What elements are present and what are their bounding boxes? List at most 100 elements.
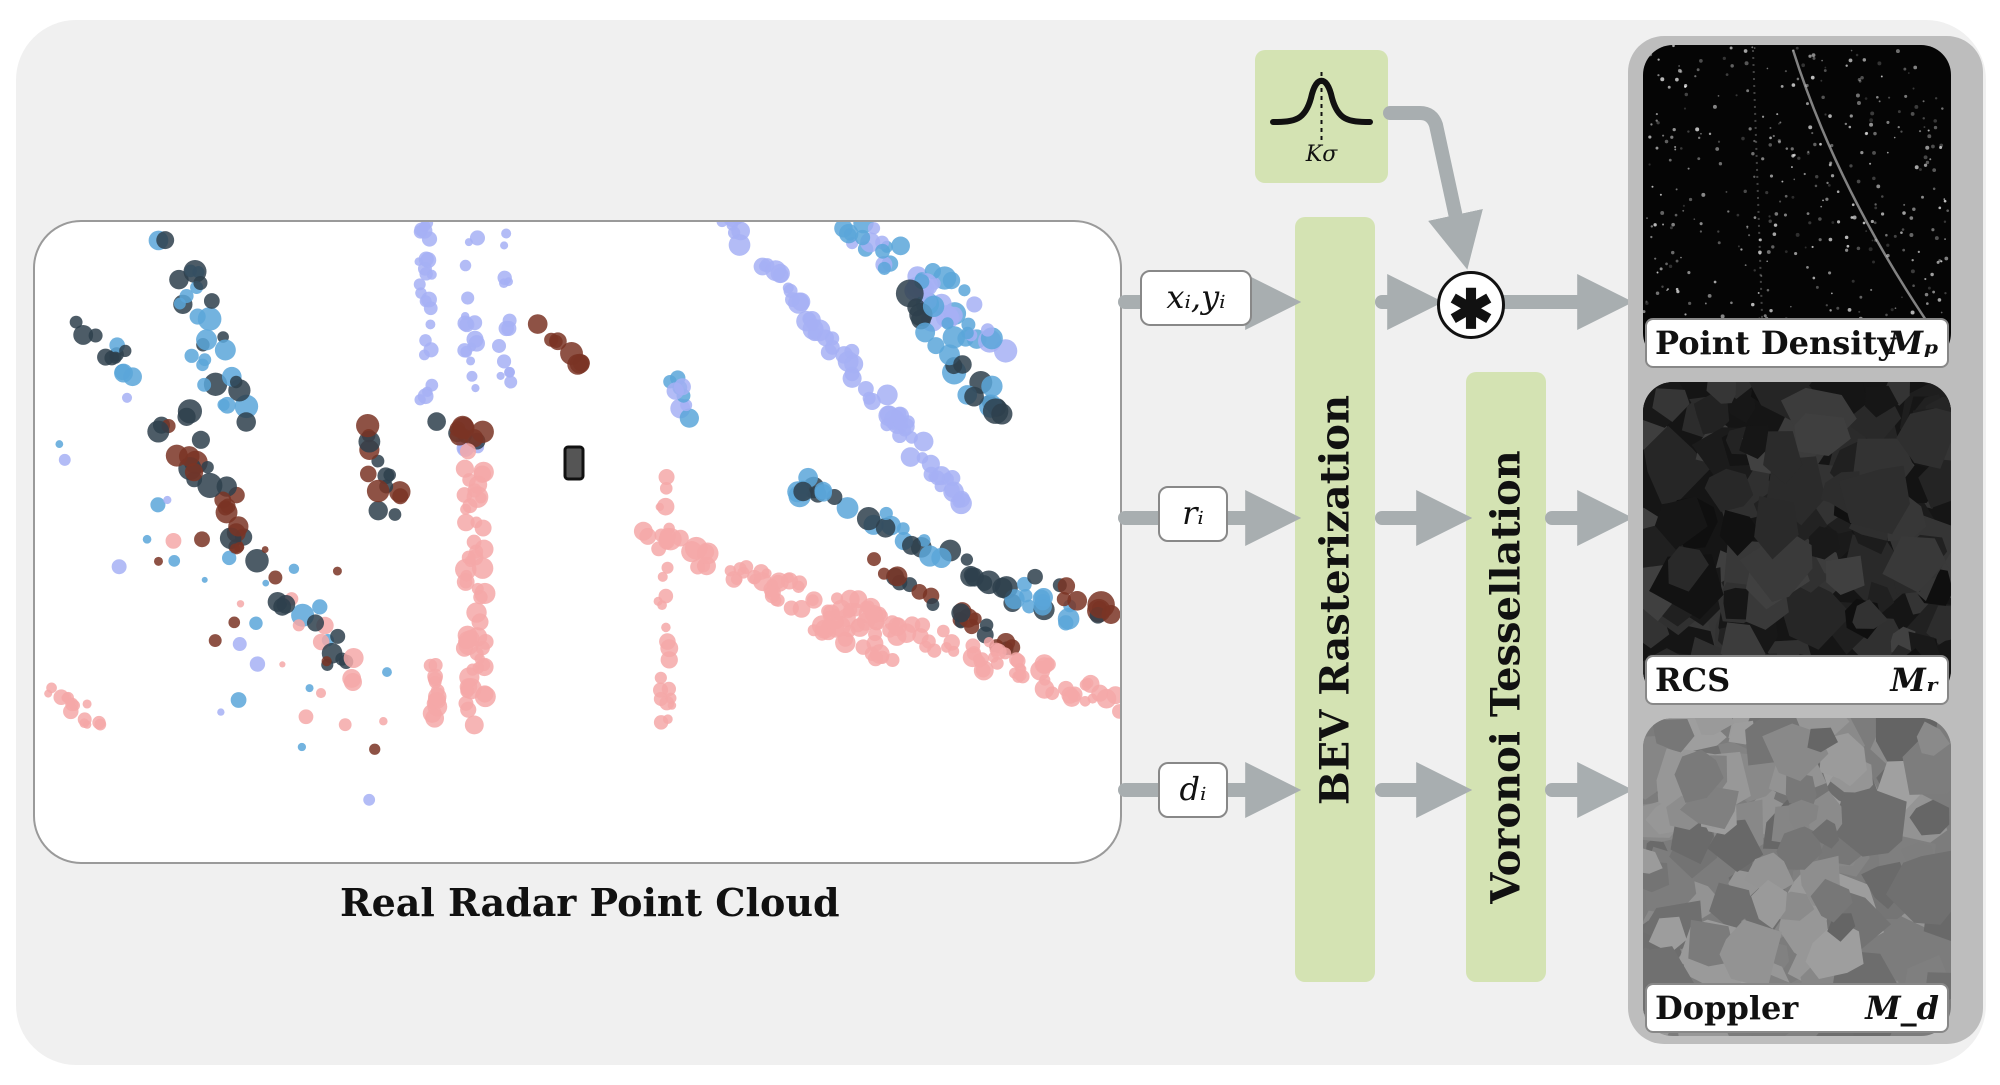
density-speck (1784, 250, 1788, 254)
radar-point (196, 358, 209, 372)
density-speck (1753, 47, 1756, 49)
density-speck (1790, 305, 1792, 308)
density-speck (1824, 66, 1827, 69)
density-speck (1769, 136, 1772, 140)
density-speck (1845, 64, 1848, 67)
doppler-cell (1674, 749, 1724, 803)
density-speck (1825, 304, 1828, 307)
density-speck (1695, 127, 1700, 132)
density-speck (1932, 187, 1936, 191)
radar-point (817, 329, 834, 347)
radar-point (194, 531, 210, 548)
radar-point (862, 391, 876, 405)
density-speck (1766, 288, 1770, 292)
density-speck (1865, 230, 1868, 233)
density-speck (1870, 111, 1875, 116)
radar-point (416, 222, 433, 239)
density-speck (1812, 56, 1816, 60)
density-speck (1746, 225, 1749, 228)
radar-point (377, 467, 395, 485)
radar-point (298, 709, 314, 725)
density-speck (1812, 276, 1816, 280)
rcs-name: RCS (1655, 661, 1731, 699)
density-speck (1743, 189, 1747, 194)
density-speck (1848, 125, 1852, 129)
radar-point (656, 497, 675, 516)
radar-point (1057, 577, 1076, 595)
density-speck (1717, 230, 1720, 233)
density-speck (1807, 150, 1810, 153)
radar-point (220, 498, 236, 514)
density-speck (1894, 307, 1897, 310)
density-speck (1768, 219, 1772, 223)
radar-point (473, 590, 488, 605)
radar-point (470, 516, 483, 529)
radar-point (829, 615, 851, 637)
density-speck (1814, 184, 1818, 188)
radar-point (887, 626, 907, 646)
density-speck (1831, 292, 1833, 295)
radar-point (245, 549, 269, 573)
radar-point (369, 743, 381, 755)
radar-point (234, 542, 245, 553)
radar-point (203, 372, 228, 396)
density-speck (1813, 142, 1817, 147)
density-speck (1868, 247, 1873, 252)
radar-point (119, 344, 132, 358)
density-speck (1828, 237, 1833, 242)
radar-point (961, 326, 974, 340)
radar-point (979, 618, 994, 632)
density-speck (1648, 135, 1652, 139)
radar-point (288, 563, 300, 574)
radar-point (382, 667, 392, 677)
radar-point (887, 566, 908, 587)
density-speck (1670, 135, 1674, 139)
density-speck (1858, 310, 1861, 313)
density-speck (1662, 223, 1665, 226)
density-speck (1811, 53, 1816, 58)
radar-point (844, 343, 860, 359)
radar-point (992, 577, 1013, 598)
density-speck (1852, 215, 1857, 220)
radar-point (544, 332, 559, 347)
density-speck (1939, 145, 1943, 149)
density-speck (1696, 68, 1700, 72)
density-speck (1870, 288, 1873, 292)
radar-point (156, 231, 175, 250)
density-speck (1940, 260, 1943, 263)
radar-point (917, 534, 931, 547)
density-speck (1944, 256, 1949, 261)
density-speck (1772, 134, 1775, 138)
density-speck (1924, 277, 1927, 281)
density-speck (1808, 221, 1812, 225)
density-speck (1679, 70, 1683, 74)
density-speck (1656, 121, 1660, 125)
density-speck (1653, 223, 1657, 227)
doppler-cell (1916, 721, 1950, 756)
density-speck (1918, 130, 1922, 133)
density-speck (1748, 127, 1752, 131)
radar-point (915, 322, 936, 343)
density-speck (1660, 210, 1665, 215)
radar-point (379, 716, 388, 726)
radar-point (184, 462, 204, 482)
density-speck (1664, 139, 1669, 144)
density-speck (1909, 233, 1914, 238)
density-speck (1914, 105, 1919, 109)
density-speck (1820, 79, 1823, 82)
doppler-cell (1909, 799, 1950, 836)
radar-point (82, 699, 92, 709)
density-speck (1925, 145, 1930, 150)
radar-point (201, 460, 214, 474)
density-speck (1704, 302, 1707, 305)
density-speck (1727, 210, 1730, 213)
density-speck (1924, 292, 1929, 297)
density-speck (1873, 131, 1877, 136)
density-speck (1672, 45, 1675, 48)
density-speck (1911, 258, 1914, 262)
density-speck (1805, 102, 1809, 106)
density-speck (1684, 85, 1687, 89)
kernel-label: Kσ (1305, 142, 1338, 167)
density-speck (1676, 289, 1680, 294)
radar-point (911, 583, 928, 600)
